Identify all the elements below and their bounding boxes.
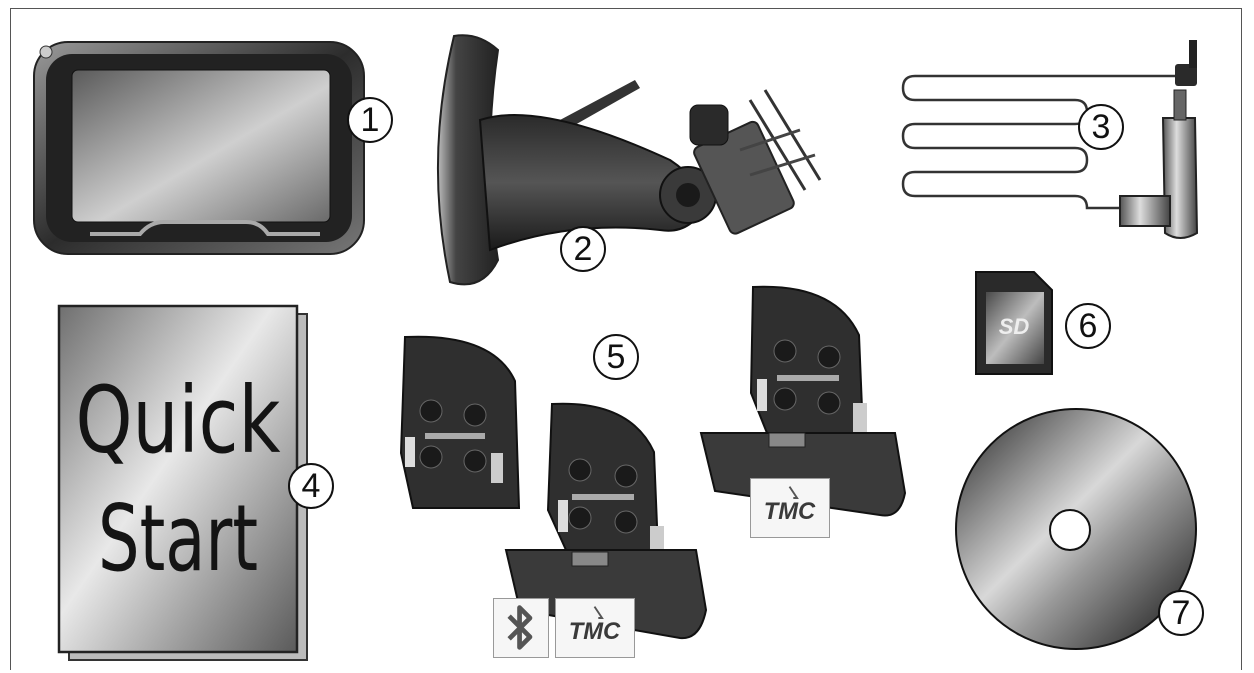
booklet-title-line2: Start	[98, 485, 258, 592]
tmc-badge-center: TMC	[555, 598, 635, 658]
mount-knob	[689, 104, 729, 146]
sd-card-illustration: SD	[975, 271, 1053, 375]
callout-6: 6	[1065, 303, 1111, 349]
bluetooth-badge	[493, 598, 549, 658]
quick-start-booklet-illustration: Quick Start	[57, 304, 308, 661]
sd-logo: SD	[999, 314, 1030, 339]
callout-1: 1	[347, 97, 393, 143]
tmc-label: TMC	[569, 618, 621, 645]
callout-7: 7	[1158, 590, 1204, 636]
tmc-label: TMC	[764, 498, 816, 525]
tmc-signal-icon	[788, 486, 799, 499]
callout-2: 2	[560, 226, 606, 272]
power-button-icon	[39, 45, 53, 59]
booklet-cover	[57, 304, 299, 654]
tmc-badge-right: TMC	[750, 478, 830, 538]
sd-card-label	[986, 292, 1044, 364]
bluetooth-icon	[507, 605, 533, 650]
diagram-frame	[10, 8, 1242, 670]
callout-4: 4	[288, 463, 334, 509]
car-charger-illustration	[901, 40, 1199, 239]
gps-device-illustration	[33, 41, 365, 255]
cradle-left-illustration	[399, 335, 521, 509]
callout-3: 3	[1078, 104, 1124, 150]
booklet-title-line1: Quick	[76, 367, 282, 474]
tmc-signal-icon	[593, 606, 604, 619]
device-screen	[71, 69, 331, 223]
suction-cup	[436, 34, 500, 286]
suction-mount-illustration	[436, 34, 822, 286]
dc-plug	[1175, 64, 1197, 86]
cd-disc-illustration	[955, 408, 1197, 650]
callout-5: 5	[593, 334, 639, 380]
cd-center-hole	[1049, 509, 1091, 551]
device-bottom-lip	[90, 220, 320, 236]
cup-lever	[560, 80, 640, 130]
coiled-cable	[901, 74, 1185, 210]
cradle-right-illustration	[699, 285, 907, 517]
cigarette-plug	[1161, 117, 1199, 239]
